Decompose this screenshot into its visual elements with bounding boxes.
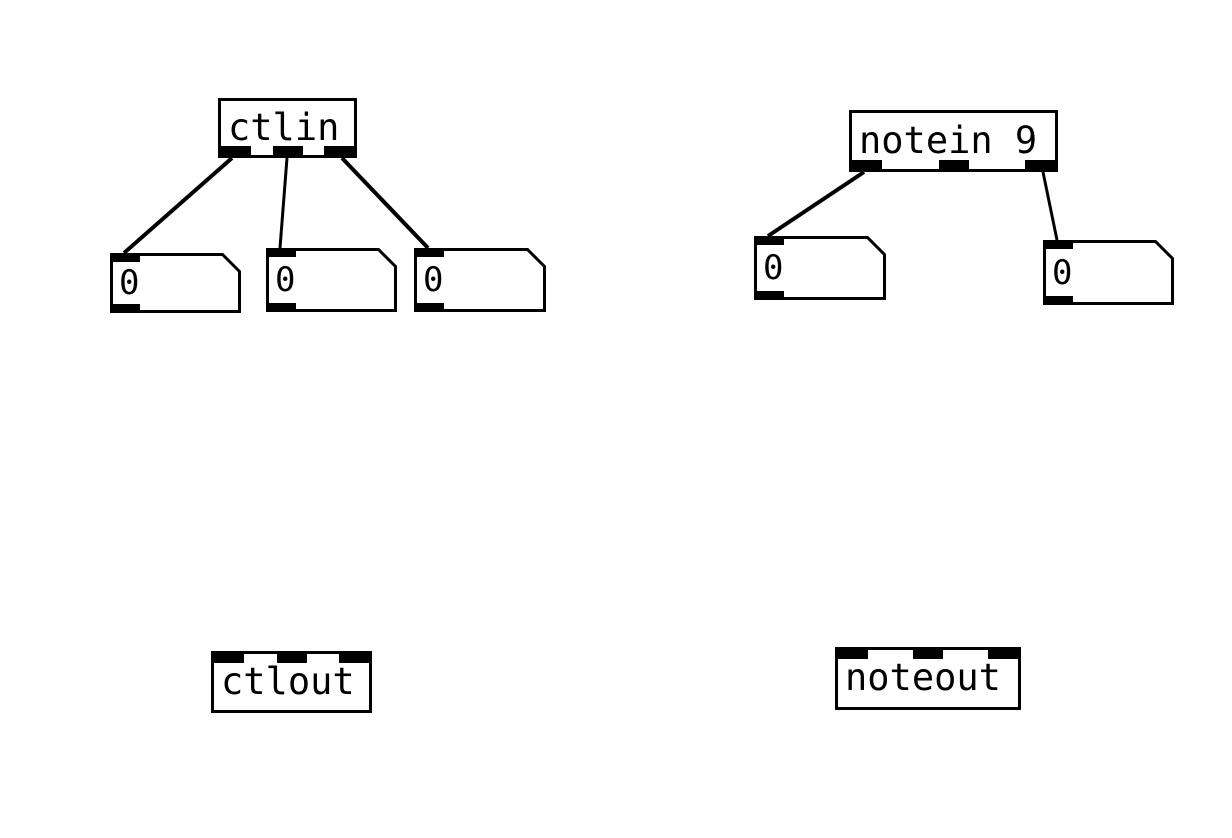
number-box-outline-num-notein-0 <box>754 236 886 300</box>
number-box-outline-num-notein-1 <box>1043 240 1174 305</box>
conn-ctlin-0[interactable] <box>122 156 234 255</box>
number-box-value-num-ctlin-2[interactable]: 0 <box>423 260 444 300</box>
inlet-0-num-notein-1[interactable] <box>1043 240 1073 249</box>
outlet-0-num-ctlin-0[interactable] <box>110 304 140 313</box>
number-box-num-ctlin-0[interactable]: 0 <box>110 253 241 313</box>
conn-ctlin-2[interactable] <box>340 156 430 250</box>
outlet-0-num-notein-0[interactable] <box>754 291 784 300</box>
outlet-0-num-notein-1[interactable] <box>1043 296 1073 305</box>
inlet-0-num-ctlin-1[interactable] <box>266 248 296 257</box>
outlet-0-num-ctlin-2[interactable] <box>414 303 444 312</box>
outlet-0-num-ctlin-1[interactable] <box>266 303 296 312</box>
object-label-ctlin: ctlin <box>228 105 340 149</box>
outlet-0-ctlin[interactable] <box>221 146 251 155</box>
inlet-1-noteout[interactable] <box>913 650 943 659</box>
object-box-ctlin[interactable]: ctlin <box>218 98 357 158</box>
outlet-0-notein[interactable] <box>852 160 882 169</box>
number-box-num-ctlin-1[interactable]: 0 <box>266 248 397 312</box>
conn-notein-1[interactable] <box>1041 171 1059 241</box>
outlet-1-ctlin[interactable] <box>272 146 303 155</box>
outlet-2-notein[interactable] <box>1025 160 1055 169</box>
inlet-0-noteout[interactable] <box>838 650 868 659</box>
inlet-0-num-notein-0[interactable] <box>754 236 784 245</box>
object-label-noteout: noteout <box>845 656 1001 699</box>
object-box-notein[interactable]: notein 9 <box>849 110 1058 172</box>
object-box-ctlout[interactable]: ctlout <box>211 651 372 713</box>
outlet-1-notein[interactable] <box>938 160 969 169</box>
inlet-2-ctlout[interactable] <box>339 654 369 663</box>
inlet-2-noteout[interactable] <box>988 650 1018 659</box>
inlet-1-ctlout[interactable] <box>276 654 307 663</box>
number-box-num-notein-0[interactable]: 0 <box>754 236 886 300</box>
number-box-value-num-ctlin-0[interactable]: 0 <box>119 263 140 303</box>
inlet-0-num-ctlin-0[interactable] <box>110 253 140 262</box>
conn-ctlin-1[interactable] <box>278 157 289 249</box>
number-box-outline-num-ctlin-2 <box>414 248 546 312</box>
number-box-outline-num-ctlin-1 <box>266 248 397 312</box>
object-label-ctlout: ctlout <box>221 659 355 703</box>
object-box-noteout[interactable]: noteout <box>835 647 1021 710</box>
number-box-num-notein-1[interactable]: 0 <box>1043 240 1174 305</box>
number-box-num-ctlin-2[interactable]: 0 <box>414 248 546 312</box>
inlet-0-ctlout[interactable] <box>214 654 244 663</box>
number-box-value-num-notein-0[interactable]: 0 <box>763 248 784 288</box>
number-box-value-num-notein-1[interactable]: 0 <box>1052 252 1073 293</box>
conn-notein-0[interactable] <box>766 170 866 238</box>
number-box-outline-num-ctlin-0 <box>110 253 241 313</box>
inlet-0-num-ctlin-2[interactable] <box>414 248 444 257</box>
number-box-value-num-ctlin-1[interactable]: 0 <box>275 260 296 300</box>
object-label-notein: notein 9 <box>859 118 1038 162</box>
outlet-2-ctlin[interactable] <box>324 146 354 155</box>
